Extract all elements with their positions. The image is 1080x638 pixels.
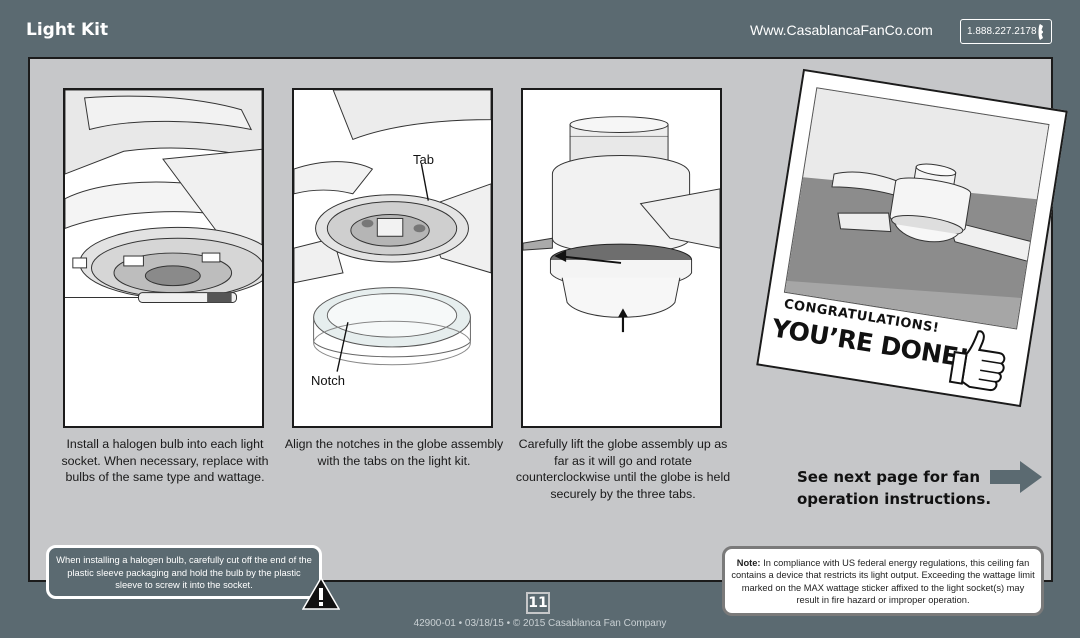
thumbs-up-icon	[948, 330, 1006, 392]
website-link[interactable]: Www.CasablancaFanCo.com	[750, 22, 933, 38]
tab-label: Tab	[413, 152, 434, 167]
step3-illustration	[521, 88, 722, 428]
see-next-page-text: See next page for fan operation instruct…	[797, 466, 991, 510]
note-text: In compliance with US federal energy reg…	[731, 558, 1035, 606]
phone-number: 1.888.227.2178	[967, 26, 1037, 37]
page-title: Light Kit	[26, 20, 109, 40]
page-number: 11	[526, 592, 550, 614]
footer-text: 42900-01 • 03/18/15 • © 2015 Casablanca …	[413, 618, 667, 629]
warning-icon	[302, 577, 340, 610]
note-label: Note:	[736, 558, 761, 568]
halogen-warning-box: When installing a halogen bulb, carefull…	[46, 545, 322, 599]
phone-icon	[1038, 24, 1043, 40]
phone-number-box: 1.888.227.2178	[960, 19, 1052, 44]
step2-illustration	[292, 88, 493, 428]
see-next-line1: See next page for fan	[797, 468, 981, 486]
finished-fan-photo	[783, 87, 1050, 330]
arrow-right-icon	[990, 461, 1042, 493]
see-next-line2: operation instructions.	[797, 490, 992, 508]
halogen-warning-text: When installing a halogen bulb, carefull…	[56, 554, 312, 591]
notch-label: Notch	[311, 373, 345, 388]
step1-illustration	[63, 88, 264, 428]
step3-caption: Carefully lift the globe assembly up as …	[515, 437, 731, 501]
step1-caption: Install a halogen bulb into each light s…	[61, 437, 269, 484]
compliance-note-box: Note: In compliance with US federal ener…	[722, 546, 1044, 616]
congratulations-card: CONGRATULATIONS! YOU’RE DONE!	[756, 68, 1068, 408]
step2-caption: Align the notches in the globe assembly …	[284, 437, 504, 468]
